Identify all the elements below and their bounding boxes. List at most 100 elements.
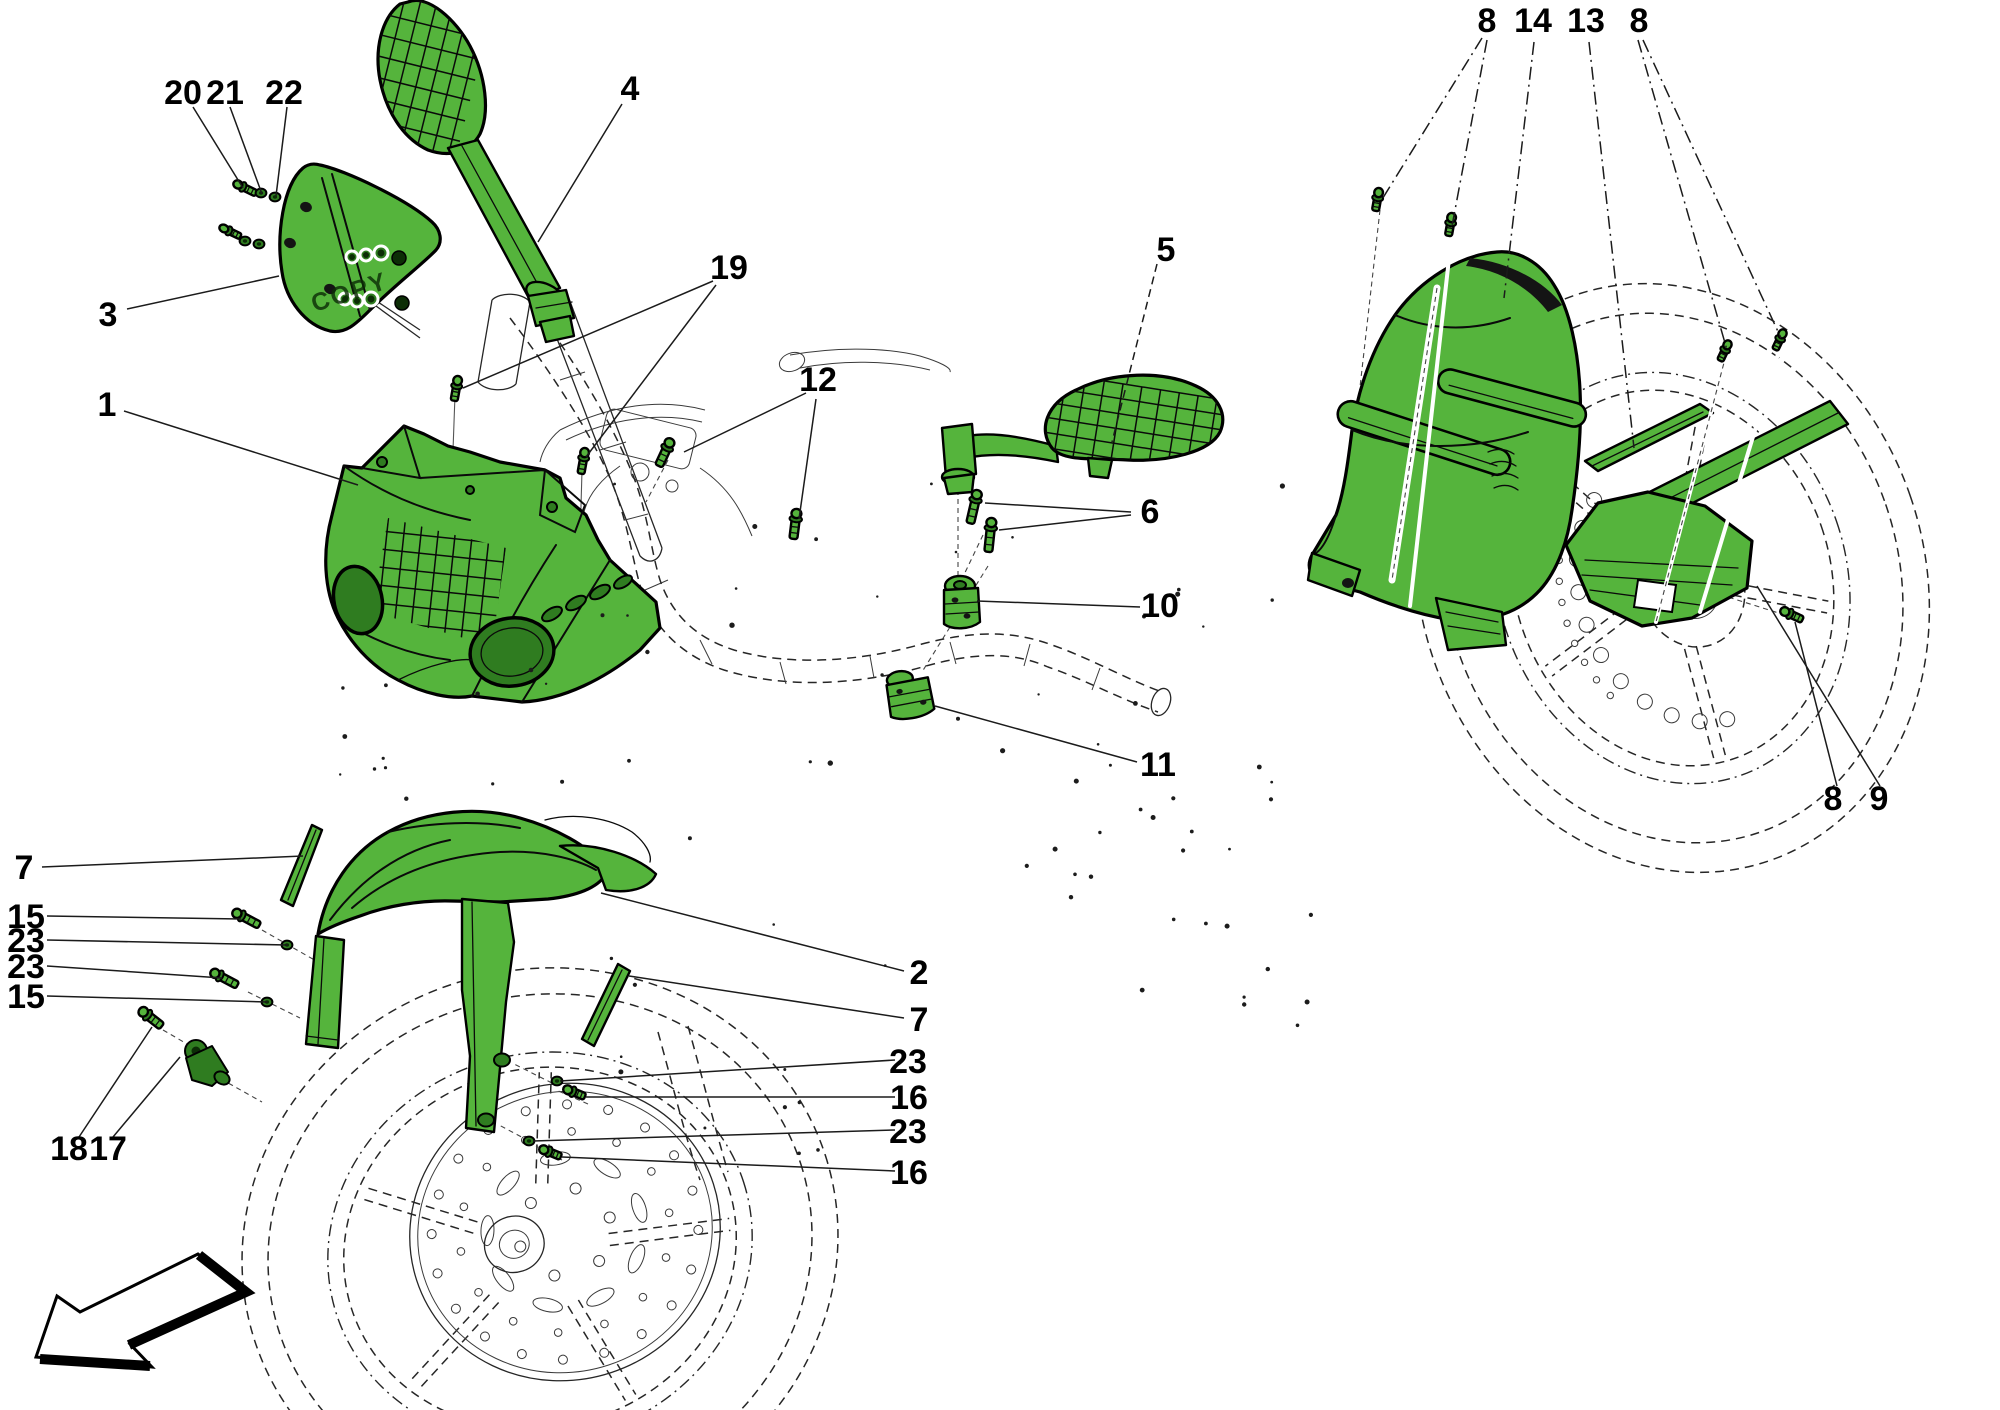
leader-line-11	[934, 705, 1138, 763]
leader-line-8	[1451, 39, 1488, 227]
nut-22	[252, 238, 266, 250]
washer-23	[522, 1135, 536, 1147]
nut-22	[268, 191, 282, 203]
screw-19	[576, 446, 591, 476]
callout-15-22: 15	[7, 978, 45, 1016]
leader-line-18	[78, 1026, 153, 1138]
callout-23-27: 23	[889, 1043, 927, 1081]
front-fender	[304, 809, 658, 1134]
leader-line-22	[275, 106, 288, 197]
callout-8-16: 8	[1824, 780, 1843, 818]
callout-1-4: 1	[98, 386, 117, 424]
leader-line-14	[1503, 41, 1535, 299]
screw-12	[788, 507, 803, 541]
brake-assembly-ghost	[539, 348, 951, 537]
leader-line-4	[537, 103, 623, 243]
callout-23-21: 23	[7, 948, 45, 986]
screw-8	[1716, 339, 1733, 363]
right-mirror-head	[1043, 373, 1225, 462]
callout-19-6: 19	[710, 249, 748, 287]
front-brake-disc-ghost	[409, 1082, 721, 1382]
callout-7-18: 7	[15, 849, 34, 887]
callout-9-17: 9	[1870, 780, 1889, 818]
screw-12	[654, 436, 676, 469]
leader-line-15	[46, 915, 242, 920]
screw-8	[1779, 605, 1805, 624]
leader-line-8	[1794, 621, 1838, 787]
screw-19	[449, 374, 464, 403]
leader-line-8	[1642, 39, 1782, 339]
callout-21-1: 21	[206, 74, 244, 112]
leader-line-2	[600, 892, 905, 972]
strip-7-right	[580, 962, 632, 1048]
leader-line-10	[976, 600, 1141, 608]
headlight-fairing	[324, 424, 662, 704]
front-fender-left-leg	[304, 934, 346, 1050]
mudguard-louvers	[1487, 448, 1519, 491]
washer-21	[238, 235, 252, 247]
leader-line-1	[123, 410, 359, 486]
rear-mudguard	[1306, 230, 1588, 652]
ghost-linework	[162, 209, 1931, 1410]
leader-line-23	[46, 965, 223, 979]
screw-6	[965, 488, 983, 525]
callout-2-25: 2	[910, 954, 929, 992]
callout-16-30: 16	[890, 1154, 928, 1192]
bolt-18	[137, 1005, 165, 1030]
screw-15	[209, 967, 240, 990]
leader-line-9	[1756, 585, 1881, 787]
left-mirror-stem	[446, 138, 562, 302]
callout-8-15: 8	[1630, 2, 1649, 40]
clamp-10	[942, 574, 982, 630]
callout-10-10: 10	[1141, 587, 1179, 625]
callout-4-5: 4	[621, 70, 640, 108]
callout-7-26: 7	[910, 1001, 929, 1039]
leader-line-17	[112, 1056, 181, 1138]
left-mirror	[376, 0, 576, 344]
leader-line-8	[1637, 39, 1728, 351]
screw-20	[218, 223, 243, 240]
callout-16-28: 16	[890, 1079, 928, 1117]
callout-13-14: 13	[1567, 2, 1605, 40]
callout-23-29: 23	[889, 1113, 927, 1151]
front-fender-right-leg	[460, 897, 516, 1134]
callout-23-20: 23	[7, 922, 45, 960]
leader-line-12	[798, 398, 817, 520]
right-mirror-arm	[964, 433, 1060, 464]
chain-guard-9	[1564, 342, 1850, 628]
fairing-vent-slots	[541, 574, 634, 623]
leader-line-8	[1380, 37, 1483, 202]
stipple-dots	[339, 482, 1313, 1156]
leader-line-16	[561, 1156, 896, 1172]
leader-line-23	[559, 1059, 896, 1082]
callout-22-2: 22	[265, 74, 303, 112]
screw-6	[983, 516, 999, 554]
strip-13	[1583, 402, 1715, 473]
leader-line-13	[1588, 41, 1635, 449]
windshield-plate: COPY	[278, 162, 442, 334]
screw-16	[561, 1084, 587, 1101]
leader-line-6	[998, 514, 1132, 531]
callout-11-11: 11	[1140, 746, 1176, 784]
callout-14-13: 14	[1514, 2, 1552, 40]
callout-6-9: 6	[1141, 493, 1160, 531]
direction-arrow	[33, 1251, 256, 1371]
screw-8	[1371, 186, 1385, 213]
callout-8-12: 8	[1478, 2, 1497, 40]
callout-17-24: 17	[89, 1130, 127, 1168]
leader-line-7	[41, 855, 304, 868]
plate-fastener-cluster	[337, 244, 410, 311]
leader-line-3	[126, 275, 280, 310]
front-fork-ghost	[657, 1025, 729, 1181]
leader-line-15	[46, 995, 268, 1003]
leader-line-7	[628, 975, 905, 1019]
rear-wheel-ghost	[1413, 282, 1931, 874]
leader-line-19	[462, 280, 714, 389]
screw-8	[1444, 211, 1458, 238]
leader-line-19	[585, 284, 717, 458]
leader-line-23	[532, 1129, 896, 1142]
leader-line-21	[229, 106, 263, 195]
callout-20-0: 20	[164, 74, 202, 112]
